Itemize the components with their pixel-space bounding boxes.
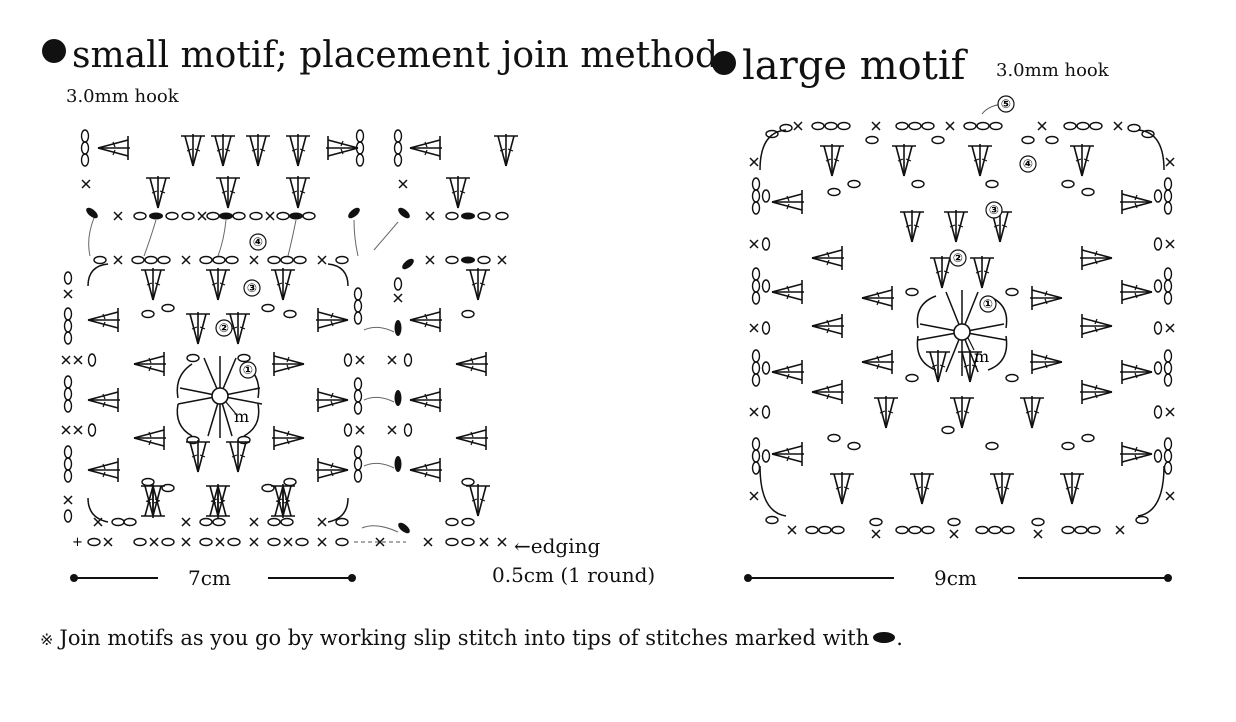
small-motif-width-measure: 7cm	[70, 566, 356, 590]
center-m-label: m	[234, 407, 249, 426]
bullet-icon	[42, 39, 66, 63]
large-motif-outer-rounds	[749, 103, 1175, 539]
large-motif-title-text: large motif	[742, 43, 966, 89]
round-3-label: ③	[247, 281, 257, 295]
large-round-labels: ⑤ ④ ③ ② ① m	[949, 95, 1037, 366]
small-motif-hook-size: 3.0mm hook	[66, 86, 179, 107]
round-5-label: ⑤	[1001, 97, 1011, 111]
edging-size: 0.5cm (1 round)	[492, 563, 656, 587]
round-2-label: ②	[953, 251, 963, 265]
note-end: .	[896, 626, 903, 650]
measure-end-dot	[1164, 574, 1172, 582]
round-4-label: ④	[253, 235, 263, 249]
bullet-icon	[712, 51, 736, 75]
large-motif-title: large motif	[712, 46, 965, 86]
measure-line	[268, 577, 352, 579]
measure-line	[74, 577, 158, 579]
small-motif-title: small motif; placement join method	[42, 38, 718, 74]
round-1-label: ①	[983, 297, 993, 311]
large-motif-hook-size: 3.0mm hook	[996, 60, 1109, 81]
small-motif-width: 7cm	[188, 566, 231, 590]
small-motif-main: +	[61, 255, 433, 550]
top-motif-row	[80, 129, 519, 257]
note-text: Join motifs as you go by working slip st…	[59, 626, 870, 650]
edging-label: ←edging	[514, 534, 601, 558]
round-3-label: ③	[989, 203, 999, 217]
reference-mark: ※	[40, 630, 54, 649]
small-motif-adjacent	[361, 255, 507, 547]
measure-line	[1018, 577, 1166, 579]
large-motif-width-measure: 9cm	[744, 566, 1174, 590]
svg-text:+: +	[72, 535, 83, 550]
join-marker-icon	[873, 632, 896, 643]
round-4-label: ④	[1023, 157, 1033, 171]
round-2-label: ②	[219, 321, 229, 335]
large-motif-width: 9cm	[934, 566, 977, 590]
small-motif-chart: + ④ ③	[61, 129, 519, 550]
round-1-label: ①	[243, 363, 253, 377]
small-round-labels: ④ ③ ② ① m	[215, 233, 267, 426]
center-m-label: m	[974, 347, 989, 366]
measure-end-dot	[348, 574, 356, 582]
small-motif-title-text: small motif; placement join method	[72, 35, 719, 76]
join-instruction-note: ※ Join motifs as you go by working slip s…	[40, 626, 903, 650]
large-motif-chart: ⑤ ④ ③ ② ① m	[749, 95, 1175, 539]
measure-line	[748, 577, 894, 579]
